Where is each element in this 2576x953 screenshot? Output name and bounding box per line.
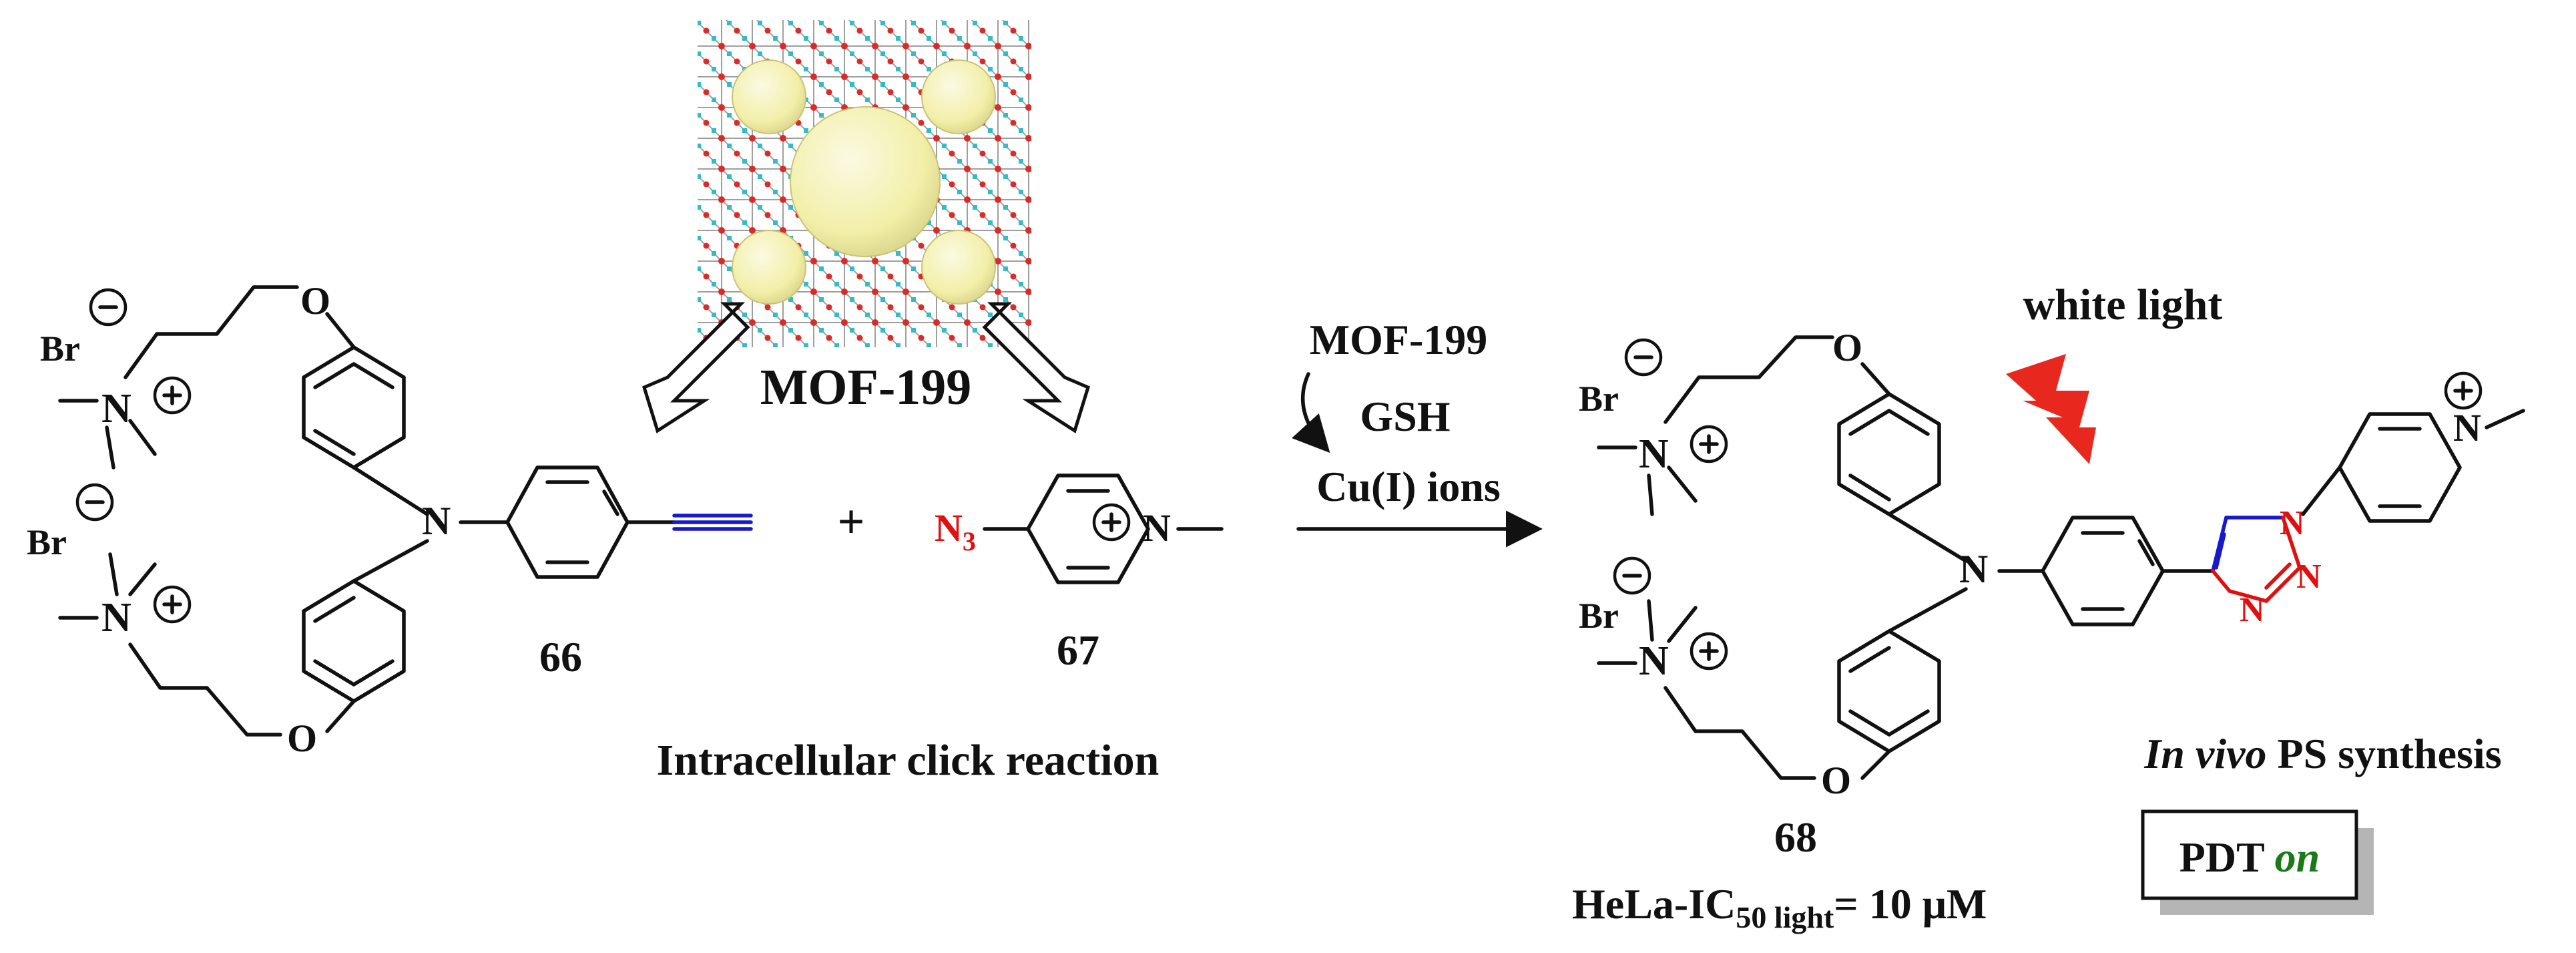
triazole-n2: N: [2296, 558, 2322, 596]
compound-66-number: 66: [539, 633, 582, 681]
nitrogen-atom: N: [1959, 547, 1988, 591]
white-light-label: white light: [2023, 280, 2223, 329]
nitrogen-atom: N: [1639, 431, 1669, 477]
nitrogen-atom: N: [101, 386, 132, 431]
mof-structure: [698, 20, 1031, 347]
nitrogen-atom: N: [1639, 638, 1669, 684]
oxygen-atom: O: [287, 717, 317, 760]
svg-text:PDT on: PDT on: [2179, 833, 2320, 881]
mof-pore-small-br: [921, 230, 996, 305]
nitrogen-atom: N: [101, 595, 132, 640]
oxygen-atom: O: [1821, 759, 1851, 802]
reaction-caption: Intracellular click reaction: [657, 736, 1160, 785]
mof-title: MOF-199: [760, 359, 972, 415]
bromide-atom: Br: [1579, 596, 1619, 636]
oxygen-atom: O: [1832, 326, 1862, 369]
azide-label: N3: [935, 506, 976, 556]
condition-mof: MOF-199: [1310, 316, 1488, 363]
oxygen-atom: O: [300, 279, 330, 323]
lightning-icon: [2006, 354, 2096, 464]
curved-arrow-icon: [1292, 372, 1330, 453]
triazole-n3: N: [2240, 591, 2265, 629]
bromide-atom: Br: [40, 329, 80, 369]
nitrogen-atom: N: [422, 499, 451, 543]
mof-pore-small-tr: [921, 59, 996, 134]
compound-66-structure: Br N O N O Br N: [27, 279, 753, 760]
compound-67-number: 67: [1057, 626, 1099, 674]
triazole-n1: N: [2280, 504, 2305, 542]
nitrogen-atom: N: [2453, 406, 2481, 449]
bromide-atom: Br: [1579, 379, 1619, 419]
compound-68-structure: Br N O N O Br N: [1579, 326, 2525, 802]
nitrogen-atom: N: [1143, 506, 1171, 550]
mof-pore-small-tl: [732, 59, 806, 134]
compound-67-structure: N3 N: [935, 473, 1224, 584]
mof-pore-small-bl: [732, 230, 806, 305]
hollow-arrow-icon: [982, 302, 1091, 433]
in-vivo-caption: In vivo PS synthesis: [2143, 730, 2501, 777]
ic50-value: HeLa-IC50 light= 10 μM: [1572, 880, 1987, 934]
bromide-atom: Br: [27, 522, 67, 562]
pdt-on-badge: PDT on: [2141, 809, 2374, 915]
condition-cu: Cu(I) ions: [1316, 463, 1501, 510]
mof-pore-large: [790, 106, 941, 257]
hollow-arrow-icon: [641, 302, 750, 433]
condition-gsh: GSH: [1360, 393, 1450, 440]
compound-68-number: 68: [1774, 813, 1817, 861]
plus-sign: +: [837, 495, 864, 548]
